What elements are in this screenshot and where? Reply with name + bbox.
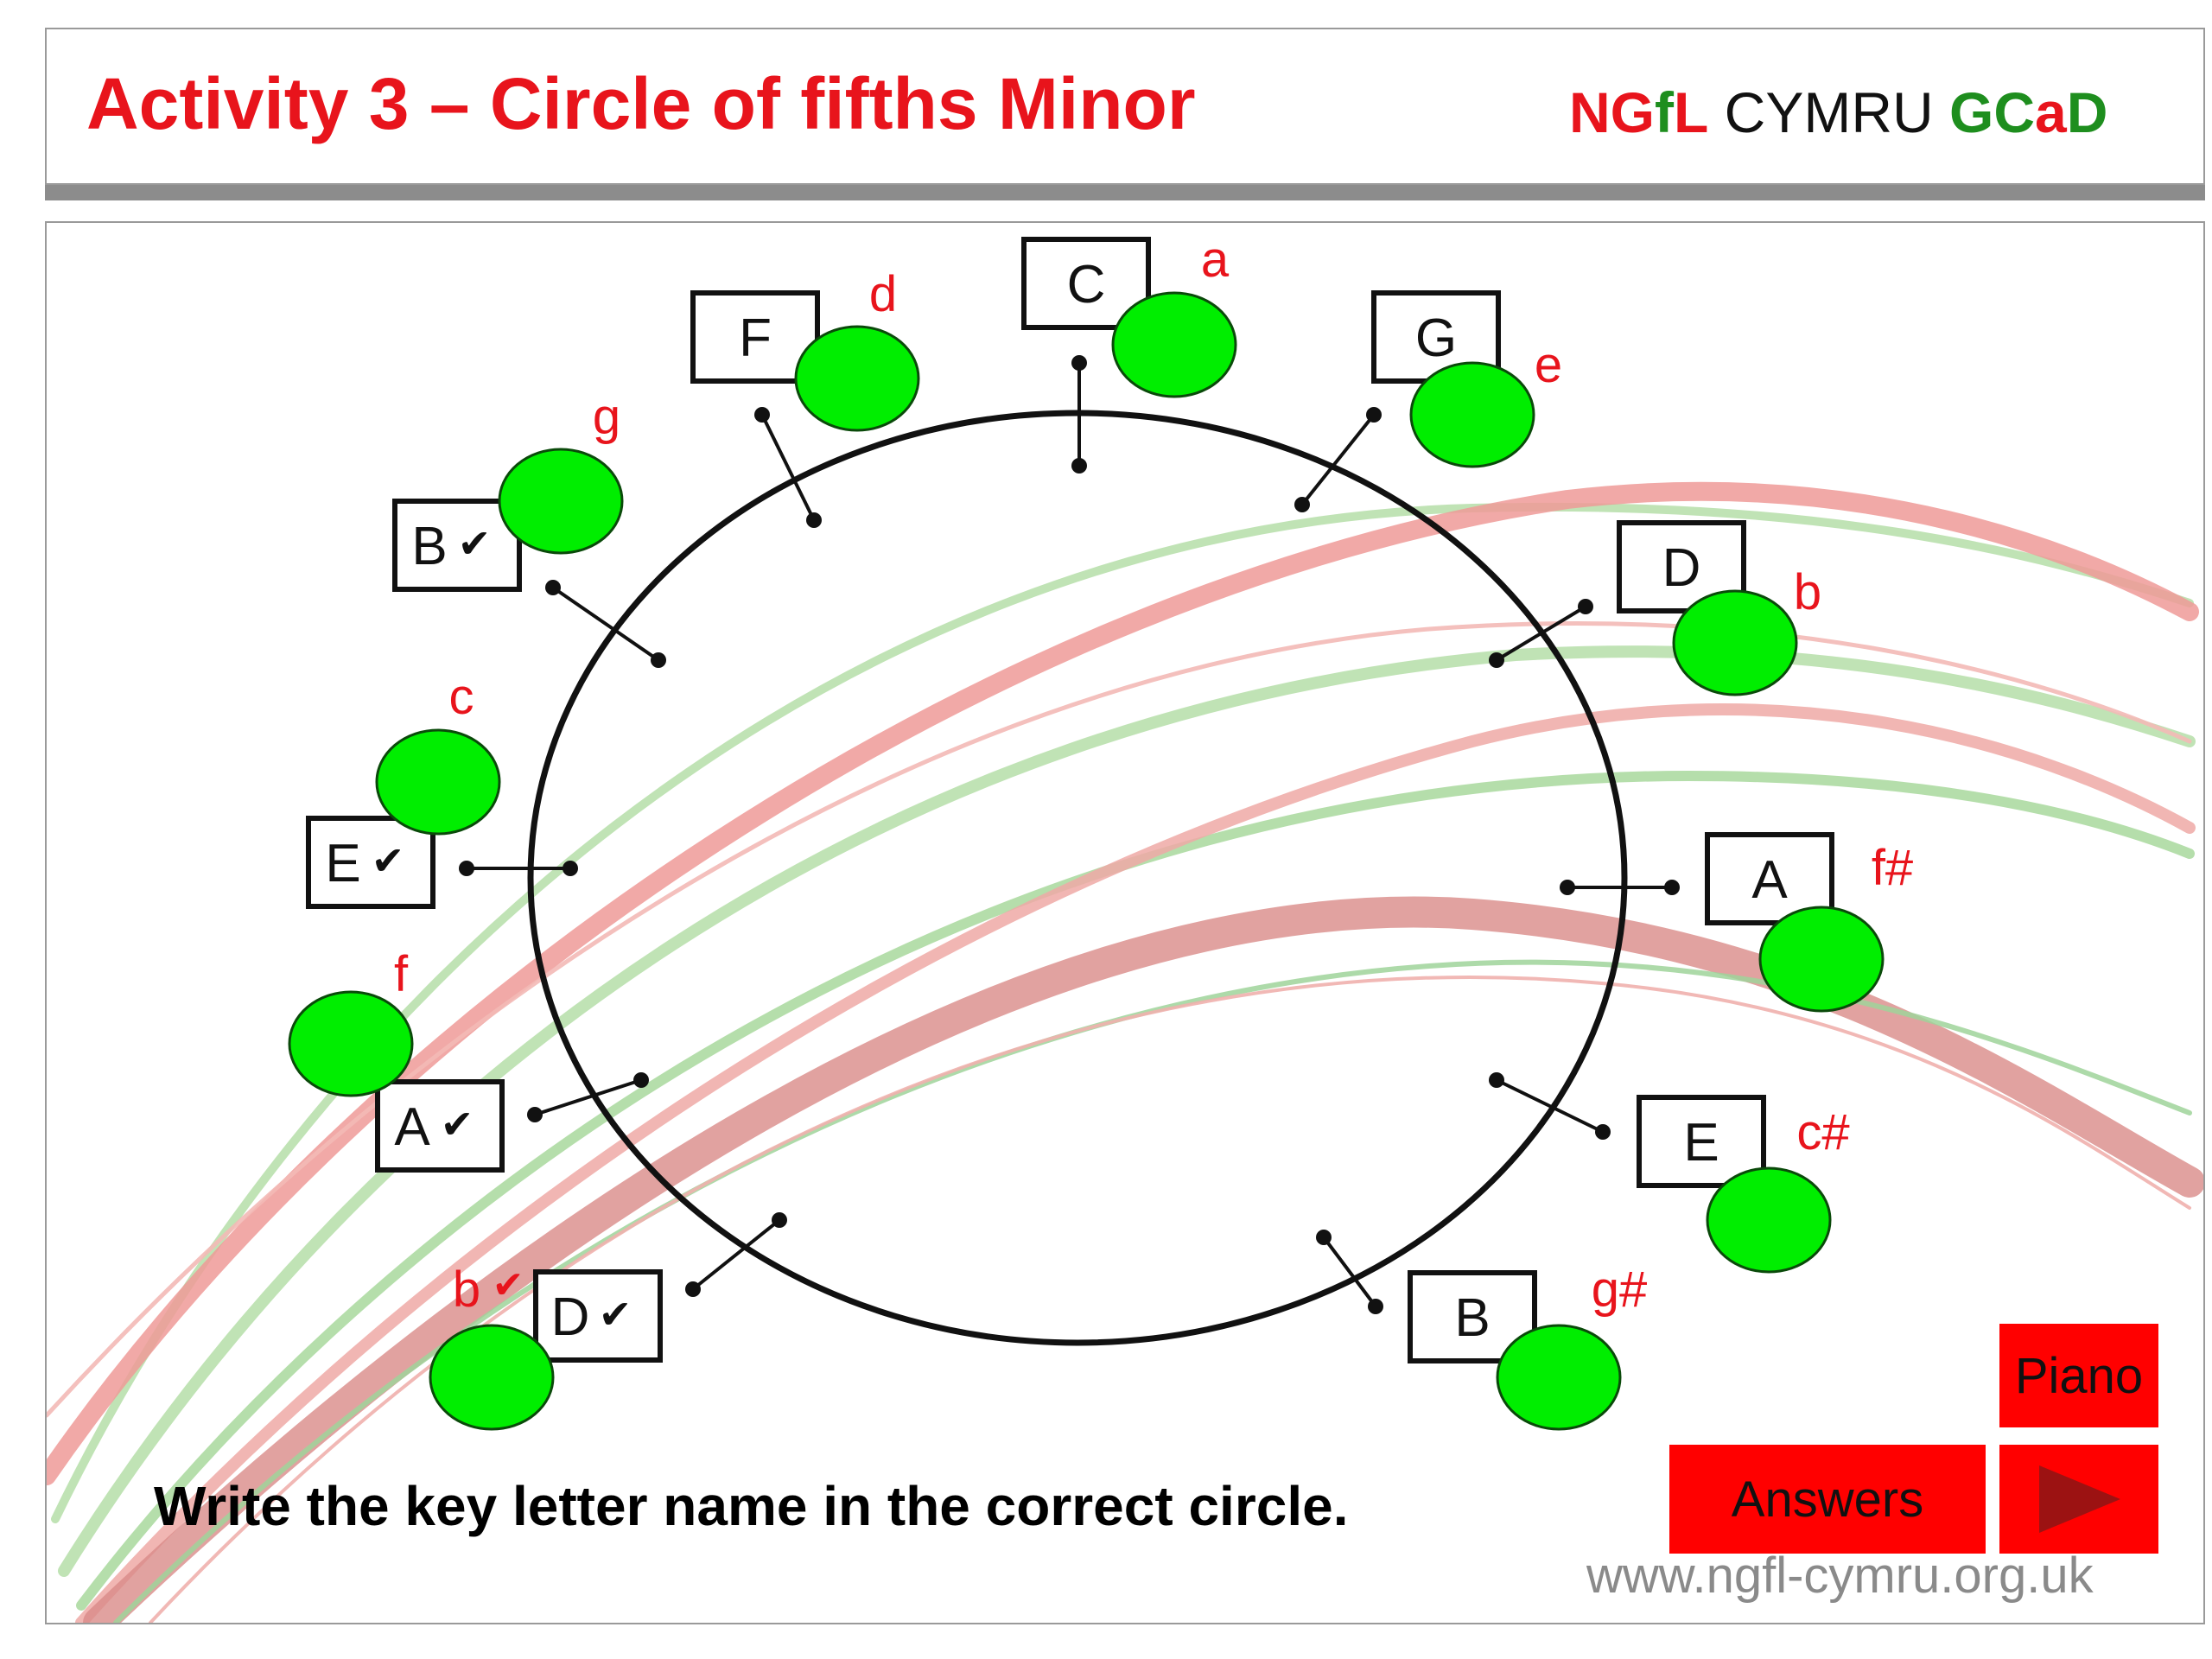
- connector-dot: [459, 861, 474, 876]
- connector-dot: [1071, 355, 1087, 371]
- connector-dot: [1366, 407, 1382, 423]
- connector-dot: [1489, 1072, 1504, 1088]
- play-button[interactable]: [1999, 1445, 2158, 1554]
- minor-key-labels: a e b f# c# g# b f c g d ✔: [394, 232, 1913, 1318]
- minor-key-label: b: [453, 1262, 480, 1318]
- connector-line: [551, 586, 660, 662]
- connector-line: [1300, 413, 1376, 506]
- answer-circle[interactable]: [1672, 589, 1798, 696]
- major-key-label: A: [394, 1097, 430, 1157]
- major-key-label: D: [551, 1287, 590, 1347]
- key-box-frame: [375, 1079, 505, 1173]
- check-mark-icon: ✔: [599, 1292, 632, 1337]
- answer-circle[interactable]: [375, 728, 501, 836]
- connector-dot: [806, 512, 822, 528]
- answer-circle[interactable]: [1496, 1324, 1622, 1431]
- answer-circle[interactable]: [1111, 291, 1237, 398]
- minor-key-label: g: [593, 389, 620, 445]
- major-key-box: D✔: [533, 1269, 663, 1363]
- connector-dot: [651, 652, 666, 668]
- connector-line: [1495, 605, 1587, 662]
- connector-dot: [1560, 880, 1575, 895]
- major-key-box: E✔: [306, 816, 435, 909]
- check-mark-icon: ✔: [372, 838, 405, 883]
- connector-dot: [1071, 458, 1087, 474]
- answer-circle[interactable]: [429, 1324, 555, 1431]
- connectors: [459, 355, 1680, 1314]
- minor-key-label: g#: [1592, 1262, 1648, 1318]
- key-box-frame: [1637, 1095, 1766, 1188]
- ngfl-cymru-logo: NGfL CYMRU GCaD: [1569, 80, 2108, 144]
- connector-dot: [1489, 652, 1504, 668]
- answer-circle[interactable]: [1409, 361, 1535, 468]
- answer-circle[interactable]: [288, 990, 414, 1097]
- major-key-box: D: [1617, 520, 1746, 613]
- connector-line: [1496, 1078, 1604, 1134]
- play-icon: [2039, 1465, 2120, 1533]
- check-mark-icon: ✔: [458, 521, 492, 566]
- connector-dot: [1368, 1299, 1383, 1314]
- minor-key-label: e: [1535, 337, 1562, 393]
- page-title: Activity 3 – Circle of fifths Minor: [86, 63, 1196, 144]
- major-key-label: B: [1454, 1288, 1490, 1348]
- connector-dot: [1294, 497, 1310, 512]
- piano-button[interactable]: Piano: [1999, 1324, 2158, 1427]
- connector-dot: [563, 861, 578, 876]
- website-url: www.ngfl-cymru.org.uk: [1586, 1548, 2094, 1604]
- connector-dot: [1316, 1230, 1332, 1245]
- key-box-frame: [306, 816, 435, 909]
- answer-circle[interactable]: [498, 448, 624, 555]
- major-key-label: G: [1415, 308, 1457, 368]
- answer-circle[interactable]: [794, 325, 920, 432]
- answer-circle[interactable]: [1758, 906, 1885, 1013]
- connector-dot: [527, 1107, 543, 1122]
- key-box-frame: [533, 1269, 663, 1363]
- connector-dot: [772, 1212, 787, 1228]
- minor-key-label: f: [394, 946, 409, 1002]
- header-shadow: [45, 185, 2205, 200]
- major-key-box: C: [1021, 237, 1151, 330]
- connector-dot: [1595, 1124, 1611, 1140]
- minor-key-label: d: [869, 266, 897, 322]
- connector-line: [1322, 1236, 1377, 1308]
- connector-line: [534, 1078, 642, 1116]
- answer-circle[interactable]: [1706, 1166, 1832, 1274]
- major-key-box: E: [1637, 1095, 1766, 1188]
- key-box-frame: [392, 499, 522, 592]
- answers-button[interactable]: Answers: [1669, 1445, 1986, 1554]
- connector-line: [691, 1218, 781, 1291]
- major-key-label: E: [325, 834, 360, 893]
- major-key-label: E: [1683, 1113, 1719, 1173]
- major-key-box: B✔: [392, 499, 522, 592]
- key-box-frame: [1021, 237, 1151, 330]
- major-key-label: C: [1067, 255, 1106, 315]
- background-swooshes: [47, 481, 2203, 1623]
- major-key-label: F: [739, 308, 772, 368]
- instruction-text: Write the key letter name in the correct…: [154, 1475, 1349, 1537]
- minor-key-label: f#: [1872, 840, 1913, 896]
- major-key-label: D: [1662, 538, 1701, 598]
- minor-key-label: c: [449, 669, 474, 725]
- major-key-label: A: [1751, 850, 1788, 910]
- connector-dot: [754, 407, 770, 423]
- connector-dot: [633, 1072, 649, 1088]
- red-check-mark-icon: ✔: [493, 1264, 524, 1306]
- check-mark-icon: ✔: [441, 1102, 474, 1147]
- minor-key-label: a: [1201, 232, 1230, 288]
- connector-dot: [685, 1281, 701, 1297]
- minor-key-label: c#: [1796, 1104, 1849, 1160]
- major-key-box: A✔: [375, 1079, 505, 1173]
- major-key-label: B: [411, 517, 447, 576]
- header-bar: Activity 3 – Circle of fifths Minor NGfL…: [45, 28, 2205, 185]
- connector-line: [760, 414, 816, 521]
- connector-dot: [545, 580, 561, 595]
- answer-circles: [288, 291, 1885, 1431]
- connector-dot: [1664, 880, 1680, 895]
- connector-dot: [1578, 599, 1593, 614]
- minor-key-label: b: [1794, 564, 1821, 620]
